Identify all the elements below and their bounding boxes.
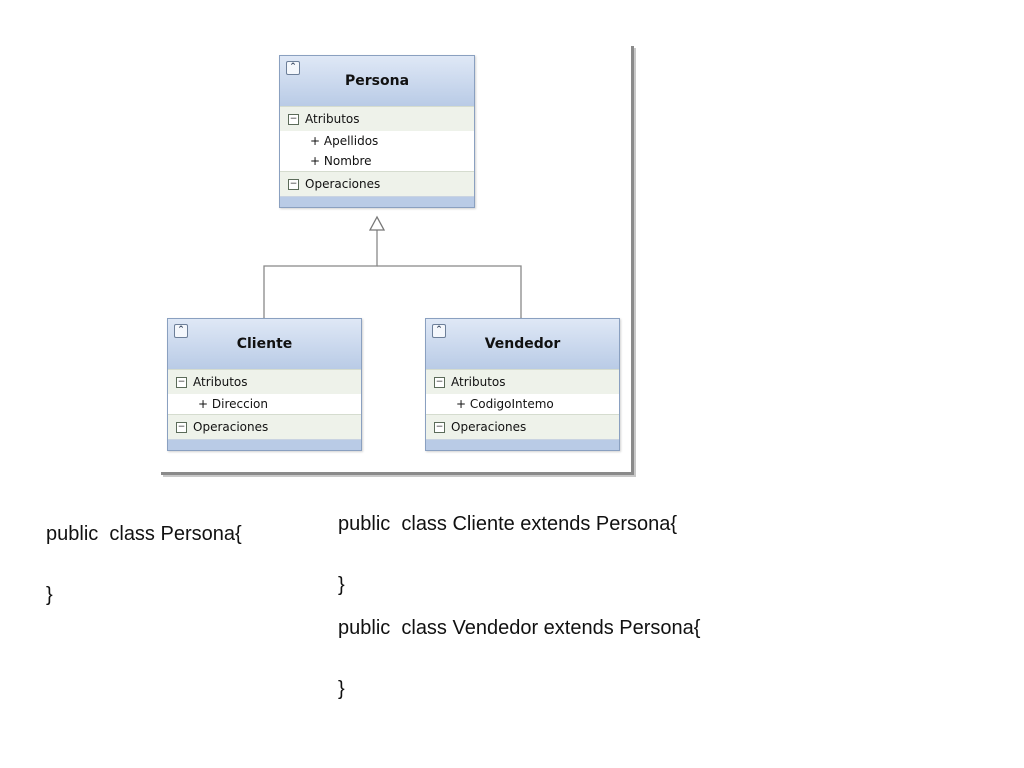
attribute-item[interactable]: + Direccion [168, 394, 361, 414]
section-label: Atributos [193, 375, 248, 389]
class-persona-header[interactable]: ⌃ Persona [280, 56, 474, 106]
attribute-item[interactable]: + CodigoIntemo [426, 394, 619, 414]
collapse-section-icon[interactable]: − [434, 421, 445, 433]
attribute-item[interactable]: + Apellidos [280, 131, 474, 151]
collapse-section-icon[interactable]: − [176, 376, 187, 388]
attribute-item[interactable]: + Nombre [280, 151, 474, 171]
class-footer [280, 196, 474, 207]
class-persona[interactable]: ⌃ Persona − Atributos + Apellidos + Nomb… [279, 55, 475, 208]
section-label: Atributos [451, 375, 506, 389]
attributes-section-header[interactable]: − Atributos [280, 106, 474, 131]
operations-section-header[interactable]: − Operaciones [426, 414, 619, 439]
code-vendedor-close: } [338, 678, 345, 700]
collapse-icon[interactable]: ⌃ [432, 324, 446, 338]
class-cliente-header[interactable]: ⌃ Cliente [168, 319, 361, 369]
attributes-section-header[interactable]: − Atributos [168, 369, 361, 394]
section-label: Atributos [305, 112, 360, 126]
class-name: Cliente [236, 336, 293, 352]
code-cliente-open: public class Cliente extends Persona{ [338, 513, 678, 535]
class-footer [168, 439, 361, 450]
collapse-section-icon[interactable]: − [176, 421, 187, 433]
section-label: Operaciones [305, 177, 381, 191]
class-name: Vendedor [484, 336, 561, 352]
class-footer [426, 439, 619, 450]
collapse-section-icon[interactable]: − [288, 178, 299, 190]
collapse-icon[interactable]: ⌃ [174, 324, 188, 338]
collapse-section-icon[interactable]: − [434, 376, 445, 388]
code-persona-close: } [46, 584, 53, 606]
class-vendedor-header[interactable]: ⌃ Vendedor [426, 319, 619, 369]
section-label: Operaciones [451, 420, 527, 434]
class-vendedor[interactable]: ⌃ Vendedor − Atributos + CodigoIntemo − … [425, 318, 620, 451]
operations-section-header[interactable]: − Operaciones [280, 171, 474, 196]
collapse-icon[interactable]: ⌃ [286, 61, 300, 75]
code-persona-open: public class Persona{ [46, 523, 242, 545]
code-vendedor-open: public class Vendedor extends Persona{ [338, 617, 701, 639]
class-name: Persona [344, 73, 410, 89]
collapse-section-icon[interactable]: − [288, 113, 299, 125]
section-label: Operaciones [193, 420, 269, 434]
attributes-section-header[interactable]: − Atributos [426, 369, 619, 394]
class-cliente[interactable]: ⌃ Cliente − Atributos + Direccion − Oper… [167, 318, 362, 451]
operations-section-header[interactable]: − Operaciones [168, 414, 361, 439]
code-cliente-close: } [338, 574, 345, 596]
